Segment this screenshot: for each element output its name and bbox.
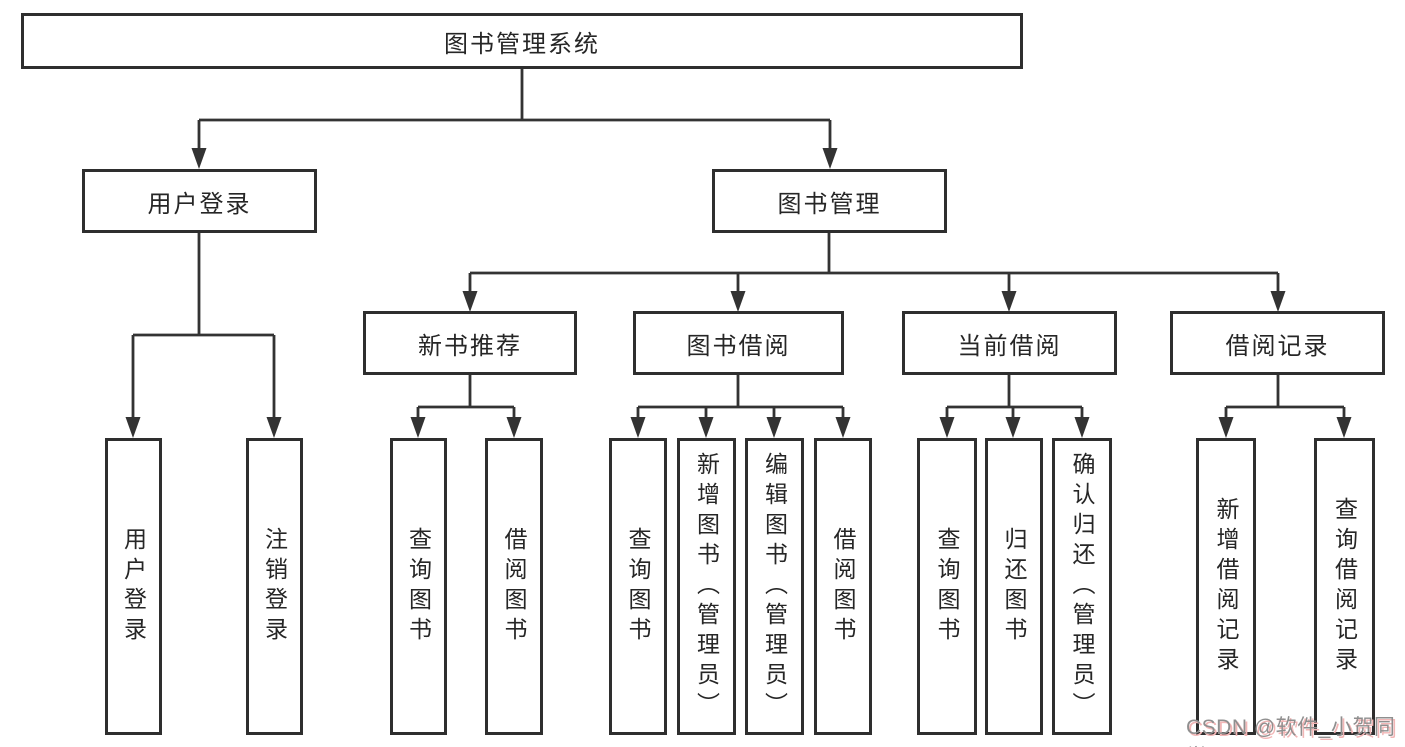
csdn-watermark: CSDN @软件_小贺同学	[1186, 716, 1396, 747]
leaf-return-books: 归还图书	[985, 438, 1043, 735]
node-new-book-recommend: 新书推荐	[363, 311, 577, 375]
leaf-logout: 注销登录	[246, 438, 303, 735]
leaf-confirm-return-admin: 确认归还（管理员）	[1052, 438, 1112, 735]
leaf-add-borrow-record: 新增借阅记录	[1196, 438, 1256, 735]
leaf-query-books-recommend: 查询图书	[390, 438, 447, 735]
arrowheads	[125, 148, 1352, 438]
leaf-user-login: 用户登录	[105, 438, 162, 735]
node-current-borrow: 当前借阅	[902, 311, 1117, 375]
node-book-borrow: 图书借阅	[633, 311, 844, 375]
node-user-login: 用户登录	[82, 169, 317, 233]
leaf-edit-books-admin: 编辑图书（管理员）	[745, 438, 804, 735]
leaf-query-books-current: 查询图书	[917, 438, 977, 735]
node-root: 图书管理系统	[21, 13, 1023, 69]
leaf-borrow-books-recommend: 借阅图书	[485, 438, 543, 735]
leaf-borrow-books: 借阅图书	[814, 438, 872, 735]
node-borrow-records: 借阅记录	[1170, 311, 1385, 375]
leaf-query-borrow-record: 查询借阅记录	[1314, 438, 1375, 735]
node-book-management: 图书管理	[712, 169, 947, 233]
leaf-query-books-borrow: 查询图书	[609, 438, 667, 735]
leaf-add-books-admin: 新增图书（管理员）	[677, 438, 736, 735]
